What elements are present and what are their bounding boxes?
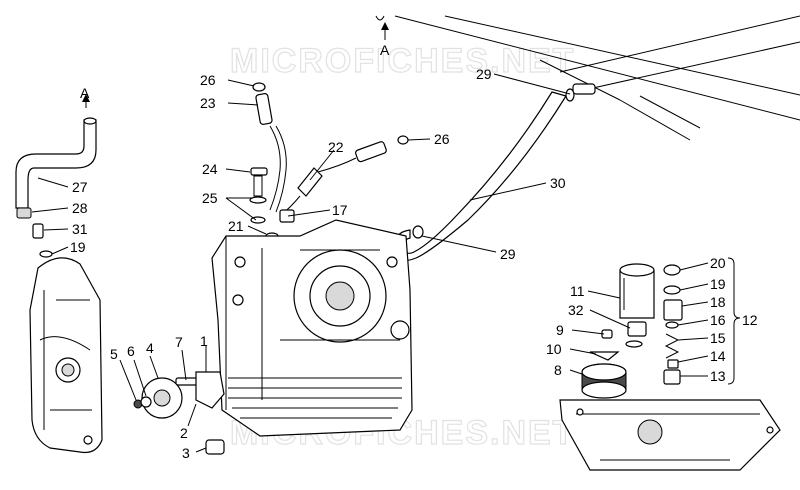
label-23: 23 xyxy=(200,95,216,111)
oil-pipe-assembly xyxy=(249,82,409,240)
label-17: 17 xyxy=(332,202,348,218)
side-cover xyxy=(29,257,103,454)
label-26-left: 26 xyxy=(200,72,216,88)
hose-30 xyxy=(393,88,575,261)
engine-fins xyxy=(228,377,402,419)
label-24: 24 xyxy=(202,161,218,177)
label-22: 22 xyxy=(328,139,344,155)
label-2: 2 xyxy=(180,425,188,441)
watermark-top: MICROFICHES.NET xyxy=(230,42,575,80)
label-26-right: 26 xyxy=(434,131,450,147)
label-8: 8 xyxy=(554,362,562,378)
label-29-top: 29 xyxy=(476,66,492,82)
arrow-a-left-label: A xyxy=(80,85,90,101)
label-19-left: 19 xyxy=(70,239,86,255)
label-16: 16 xyxy=(710,312,726,328)
label-15: 15 xyxy=(710,330,726,346)
label-7: 7 xyxy=(175,334,183,350)
label-29-bottom: 29 xyxy=(500,246,516,262)
oil-pump-parts xyxy=(133,371,225,455)
label-30: 30 xyxy=(550,175,566,191)
oil-pan xyxy=(559,399,781,471)
oil-filter xyxy=(619,263,655,348)
arrow-a-left: A xyxy=(80,85,90,108)
label-13: 13 xyxy=(710,368,726,384)
bracket-12 xyxy=(727,257,741,385)
label-18: 18 xyxy=(710,294,726,310)
label-28: 28 xyxy=(72,200,88,216)
label-32: 32 xyxy=(568,302,584,318)
label-21: 21 xyxy=(228,218,244,234)
label-31: 31 xyxy=(72,221,88,237)
label-4: 4 xyxy=(146,340,154,356)
label-20: 20 xyxy=(710,255,726,271)
label-19-right: 19 xyxy=(710,276,726,292)
label-5: 5 xyxy=(110,346,118,362)
label-10: 10 xyxy=(546,341,562,357)
arrow-a-top: A xyxy=(375,15,390,58)
engine-block xyxy=(211,219,413,437)
label-3: 3 xyxy=(182,445,190,461)
label-9: 9 xyxy=(556,322,564,338)
relief-valve xyxy=(663,264,683,385)
label-11: 11 xyxy=(570,283,585,299)
callout-labels: 1 2 3 4 5 6 7 8 9 10 11 12 13 14 15 16 1… xyxy=(70,66,758,461)
label-6: 6 xyxy=(127,343,135,359)
label-12: 12 xyxy=(742,312,758,328)
strainer-8 xyxy=(581,329,627,399)
label-14: 14 xyxy=(710,348,726,364)
frame-tubes xyxy=(394,15,800,141)
label-25: 25 xyxy=(202,190,218,206)
label-27: 27 xyxy=(72,179,88,195)
label-1: 1 xyxy=(200,333,208,349)
arrow-a-top-label: A xyxy=(380,42,390,58)
leader-lines xyxy=(31,73,709,453)
